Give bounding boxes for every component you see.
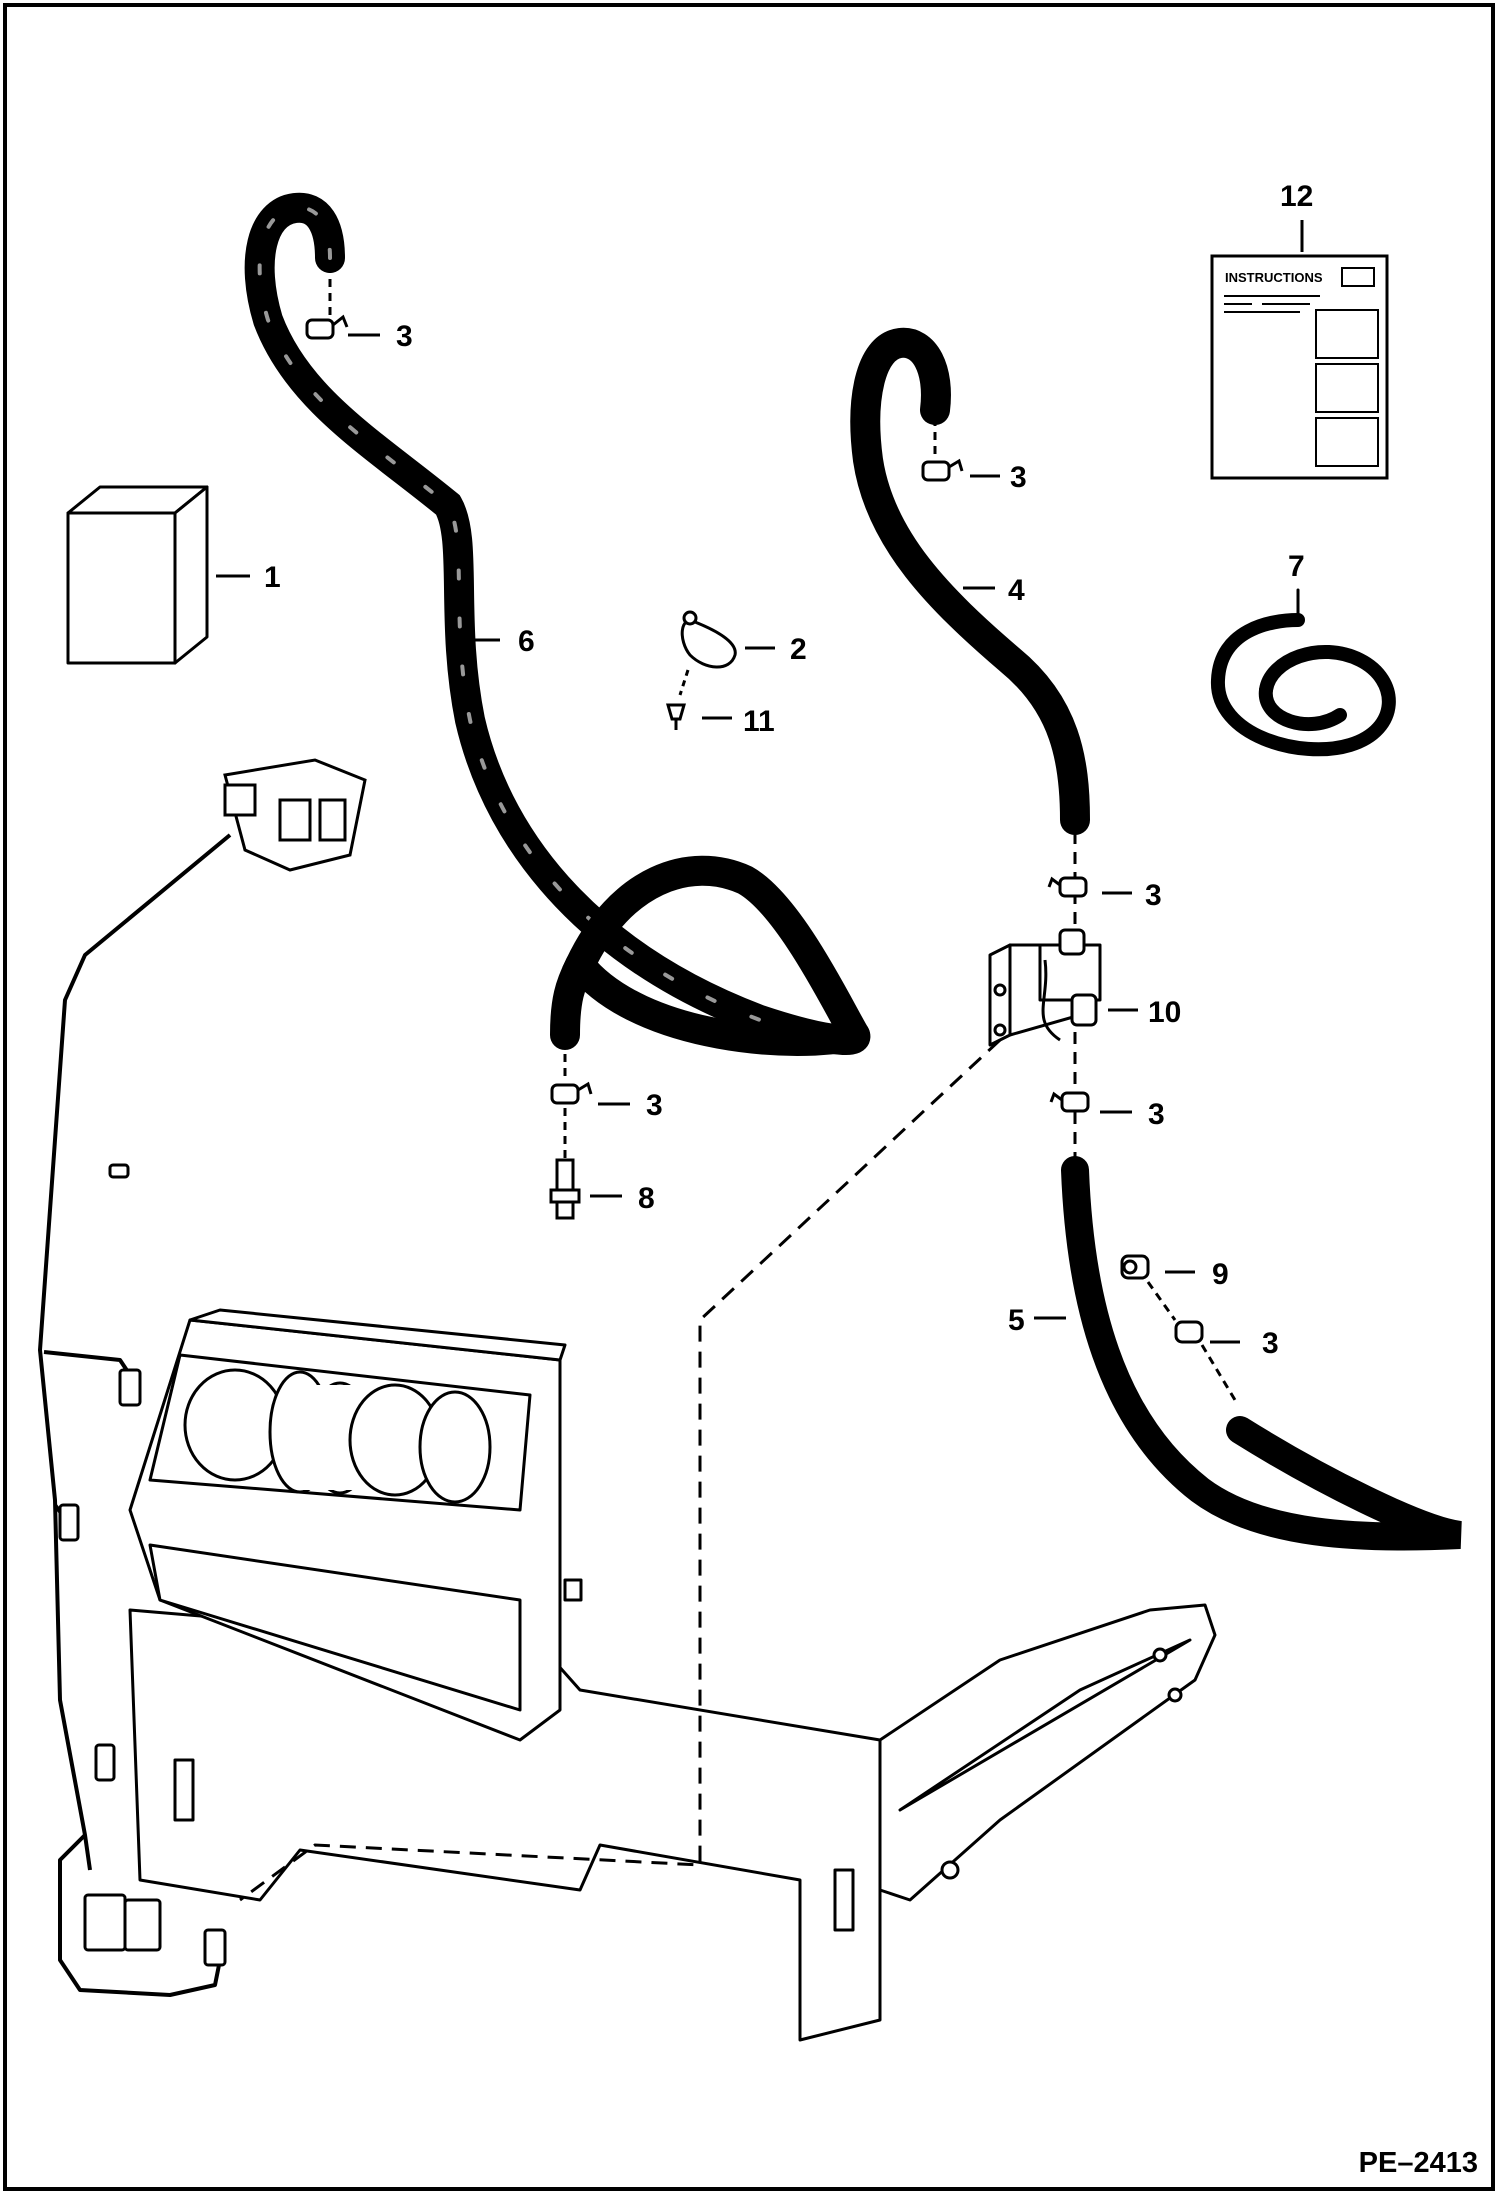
diagram-border bbox=[3, 3, 1495, 2191]
strap-clamp-2 bbox=[678, 610, 737, 696]
callout-2: 2 bbox=[790, 633, 807, 666]
clamp-3-below-valve bbox=[1049, 1091, 1090, 1113]
callout-5: 5 bbox=[1008, 1304, 1025, 1337]
routing-dashed-line bbox=[239, 1038, 1002, 1902]
callout-11: 11 bbox=[743, 705, 775, 738]
hose-4 bbox=[850, 327, 1090, 835]
callout-6: 6 bbox=[518, 625, 535, 658]
callout-9: 9 bbox=[1212, 1258, 1229, 1291]
callout-3c: 3 bbox=[1145, 879, 1162, 912]
hose-5 bbox=[1061, 1156, 1463, 1551]
clamp-3 bbox=[305, 265, 349, 340]
screw-11 bbox=[666, 703, 686, 730]
figure-code: PE–2413 bbox=[1359, 2147, 1478, 2179]
clamp-3-above-valve bbox=[1047, 876, 1088, 898]
callout-8: 8 bbox=[638, 1182, 655, 1215]
harness-connector-top bbox=[223, 758, 367, 872]
fitting-8 bbox=[549, 1108, 581, 1220]
harness-connectors bbox=[58, 1163, 227, 1967]
callout-7: 7 bbox=[1288, 550, 1305, 583]
fitting-9 bbox=[1120, 1254, 1177, 1321]
callout-1: 1 bbox=[264, 561, 281, 594]
hose-6 bbox=[244, 192, 871, 1056]
callout-3a: 3 bbox=[396, 320, 413, 353]
callout-12: 12 bbox=[1280, 180, 1313, 213]
callout-3b: 3 bbox=[1010, 461, 1027, 494]
heater-assembly bbox=[128, 1308, 1217, 2042]
callout-3d: 3 bbox=[646, 1089, 663, 1122]
callout-10: 10 bbox=[1148, 996, 1181, 1029]
clamp-3-hose5 bbox=[1174, 1320, 1237, 1401]
clamp-3-lower-left bbox=[550, 1040, 593, 1105]
callout-3f: 3 bbox=[1262, 1327, 1279, 1360]
coiled-tube-7 bbox=[1211, 588, 1396, 757]
instruction-sheet-12 bbox=[1210, 254, 1389, 480]
clamp-3-hose4-top bbox=[921, 418, 964, 482]
instruction-sheet-title: INSTRUCTIONS bbox=[1225, 270, 1323, 285]
callout-3e: 3 bbox=[1148, 1098, 1165, 1131]
callout-4: 4 bbox=[1008, 574, 1025, 607]
water-valve-10 bbox=[988, 928, 1102, 1047]
part-box-1 bbox=[66, 485, 209, 665]
